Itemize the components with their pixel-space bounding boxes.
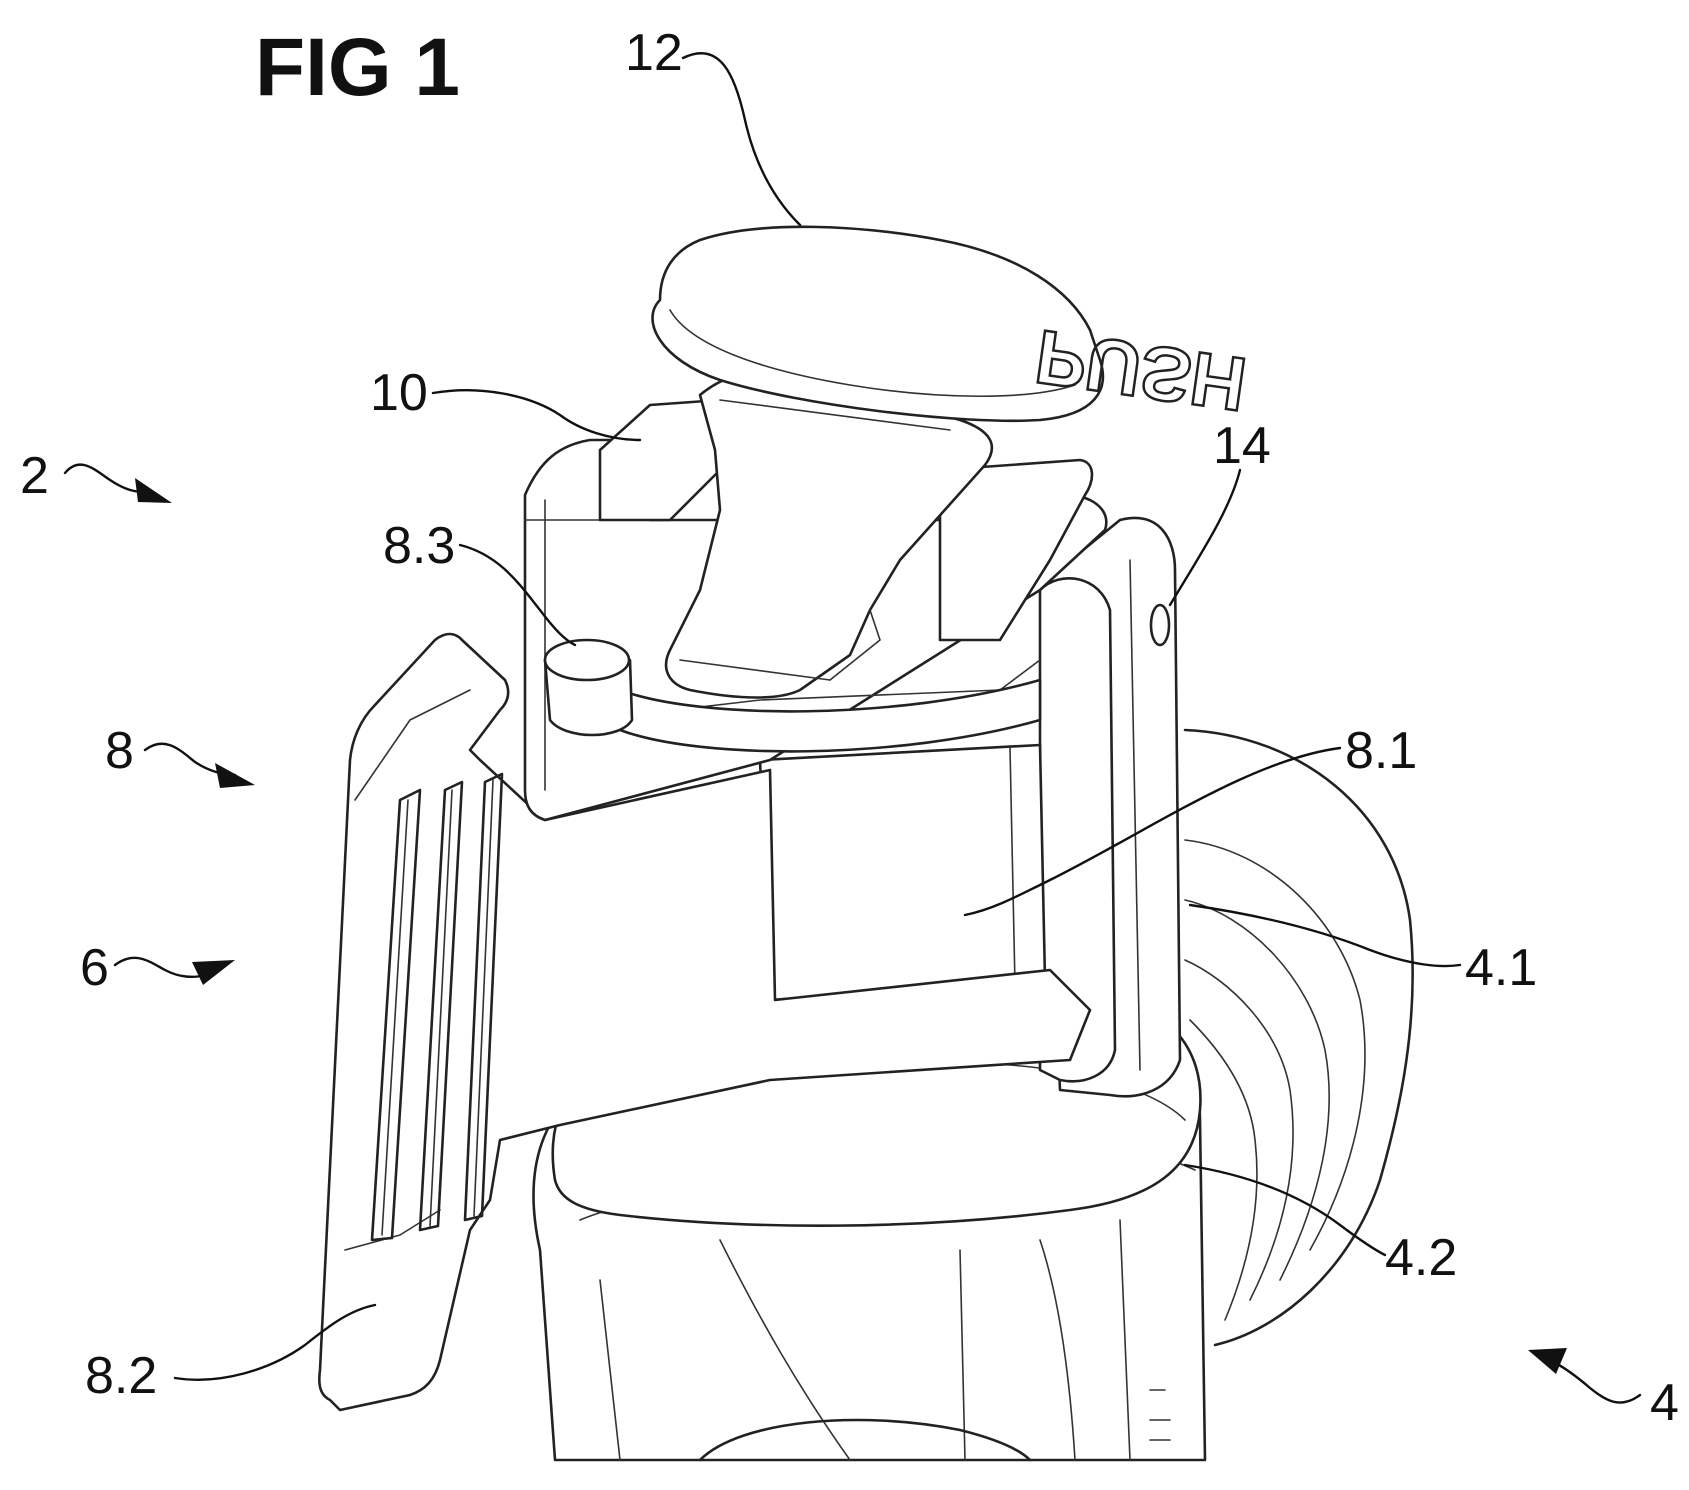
leader-12 [683,53,800,225]
label-8-2: 8.2 [85,1347,157,1405]
leader-4-1 [1190,905,1460,966]
leader-10 [433,390,640,440]
leader-4-2 [1185,1165,1385,1255]
arrowhead-8 [215,763,255,788]
leader-2 [65,465,145,492]
label-8-1: 8.1 [1345,722,1417,780]
label-8: 8 [105,722,134,780]
arrowhead-6 [192,960,235,985]
label-12: 12 [625,24,683,82]
label-2: 2 [20,447,49,505]
label-4-2: 4.2 [1385,1229,1457,1287]
leader-6 [115,958,205,977]
leader-4 [1550,1360,1640,1403]
label-4-1: 4.1 [1465,939,1537,997]
pin-cylinder [545,640,632,735]
figure-title: FIG 1 [255,22,460,113]
arrowhead-4 [1528,1348,1567,1374]
label-14: 14 [1213,417,1271,475]
label-6: 6 [80,939,109,997]
label-4: 4 [1650,1374,1679,1432]
leader-14 [1170,470,1240,605]
device-drawing: PUSH [319,227,1412,1460]
arrowhead-2 [135,478,172,503]
label-8-3: 8.3 [383,517,455,575]
label-10: 10 [370,364,428,422]
